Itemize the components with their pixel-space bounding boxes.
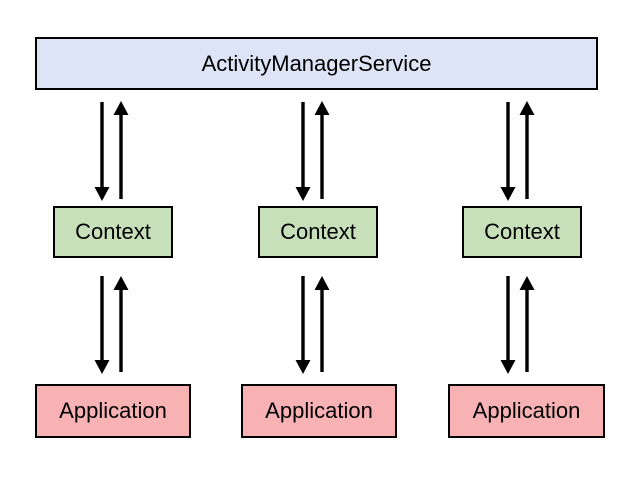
application-label-2: Application xyxy=(265,398,373,423)
application-label-3: Application xyxy=(472,398,581,423)
arrow-down-service-to-context-1 xyxy=(94,102,110,201)
arrow-up-application-3-to-context-3 xyxy=(519,276,535,372)
application-box-3: Application xyxy=(448,384,605,438)
arrow-up-application-1-to-context-1 xyxy=(113,276,129,372)
application-label-1: Application xyxy=(59,398,167,423)
arrow-up-context-1-to-service xyxy=(113,101,129,199)
context-label-1: Context xyxy=(75,219,151,244)
context-box-1: Context xyxy=(53,206,173,258)
arrow-up-application-2-to-context-2 xyxy=(314,276,330,372)
arrow-down-service-to-context-2 xyxy=(295,102,311,201)
application-box-2: Application xyxy=(241,384,397,438)
application-box-1: Application xyxy=(35,384,191,438)
activity-manager-service-box: ActivityManagerService xyxy=(35,37,598,90)
arrow-down-context-3-to-application-3 xyxy=(500,276,516,374)
context-label-3: Context xyxy=(484,219,560,244)
context-box-2: Context xyxy=(258,206,378,258)
arrow-up-context-3-to-service xyxy=(519,101,535,199)
arrow-down-service-to-context-3 xyxy=(500,102,516,201)
context-box-3: Context xyxy=(462,206,582,258)
activity-manager-service-label: ActivityManagerService xyxy=(201,50,432,76)
arrow-down-context-1-to-application-1 xyxy=(94,276,110,374)
arrow-down-context-2-to-application-2 xyxy=(295,276,311,374)
context-label-2: Context xyxy=(280,219,356,244)
arrow-up-context-2-to-service xyxy=(314,101,330,199)
